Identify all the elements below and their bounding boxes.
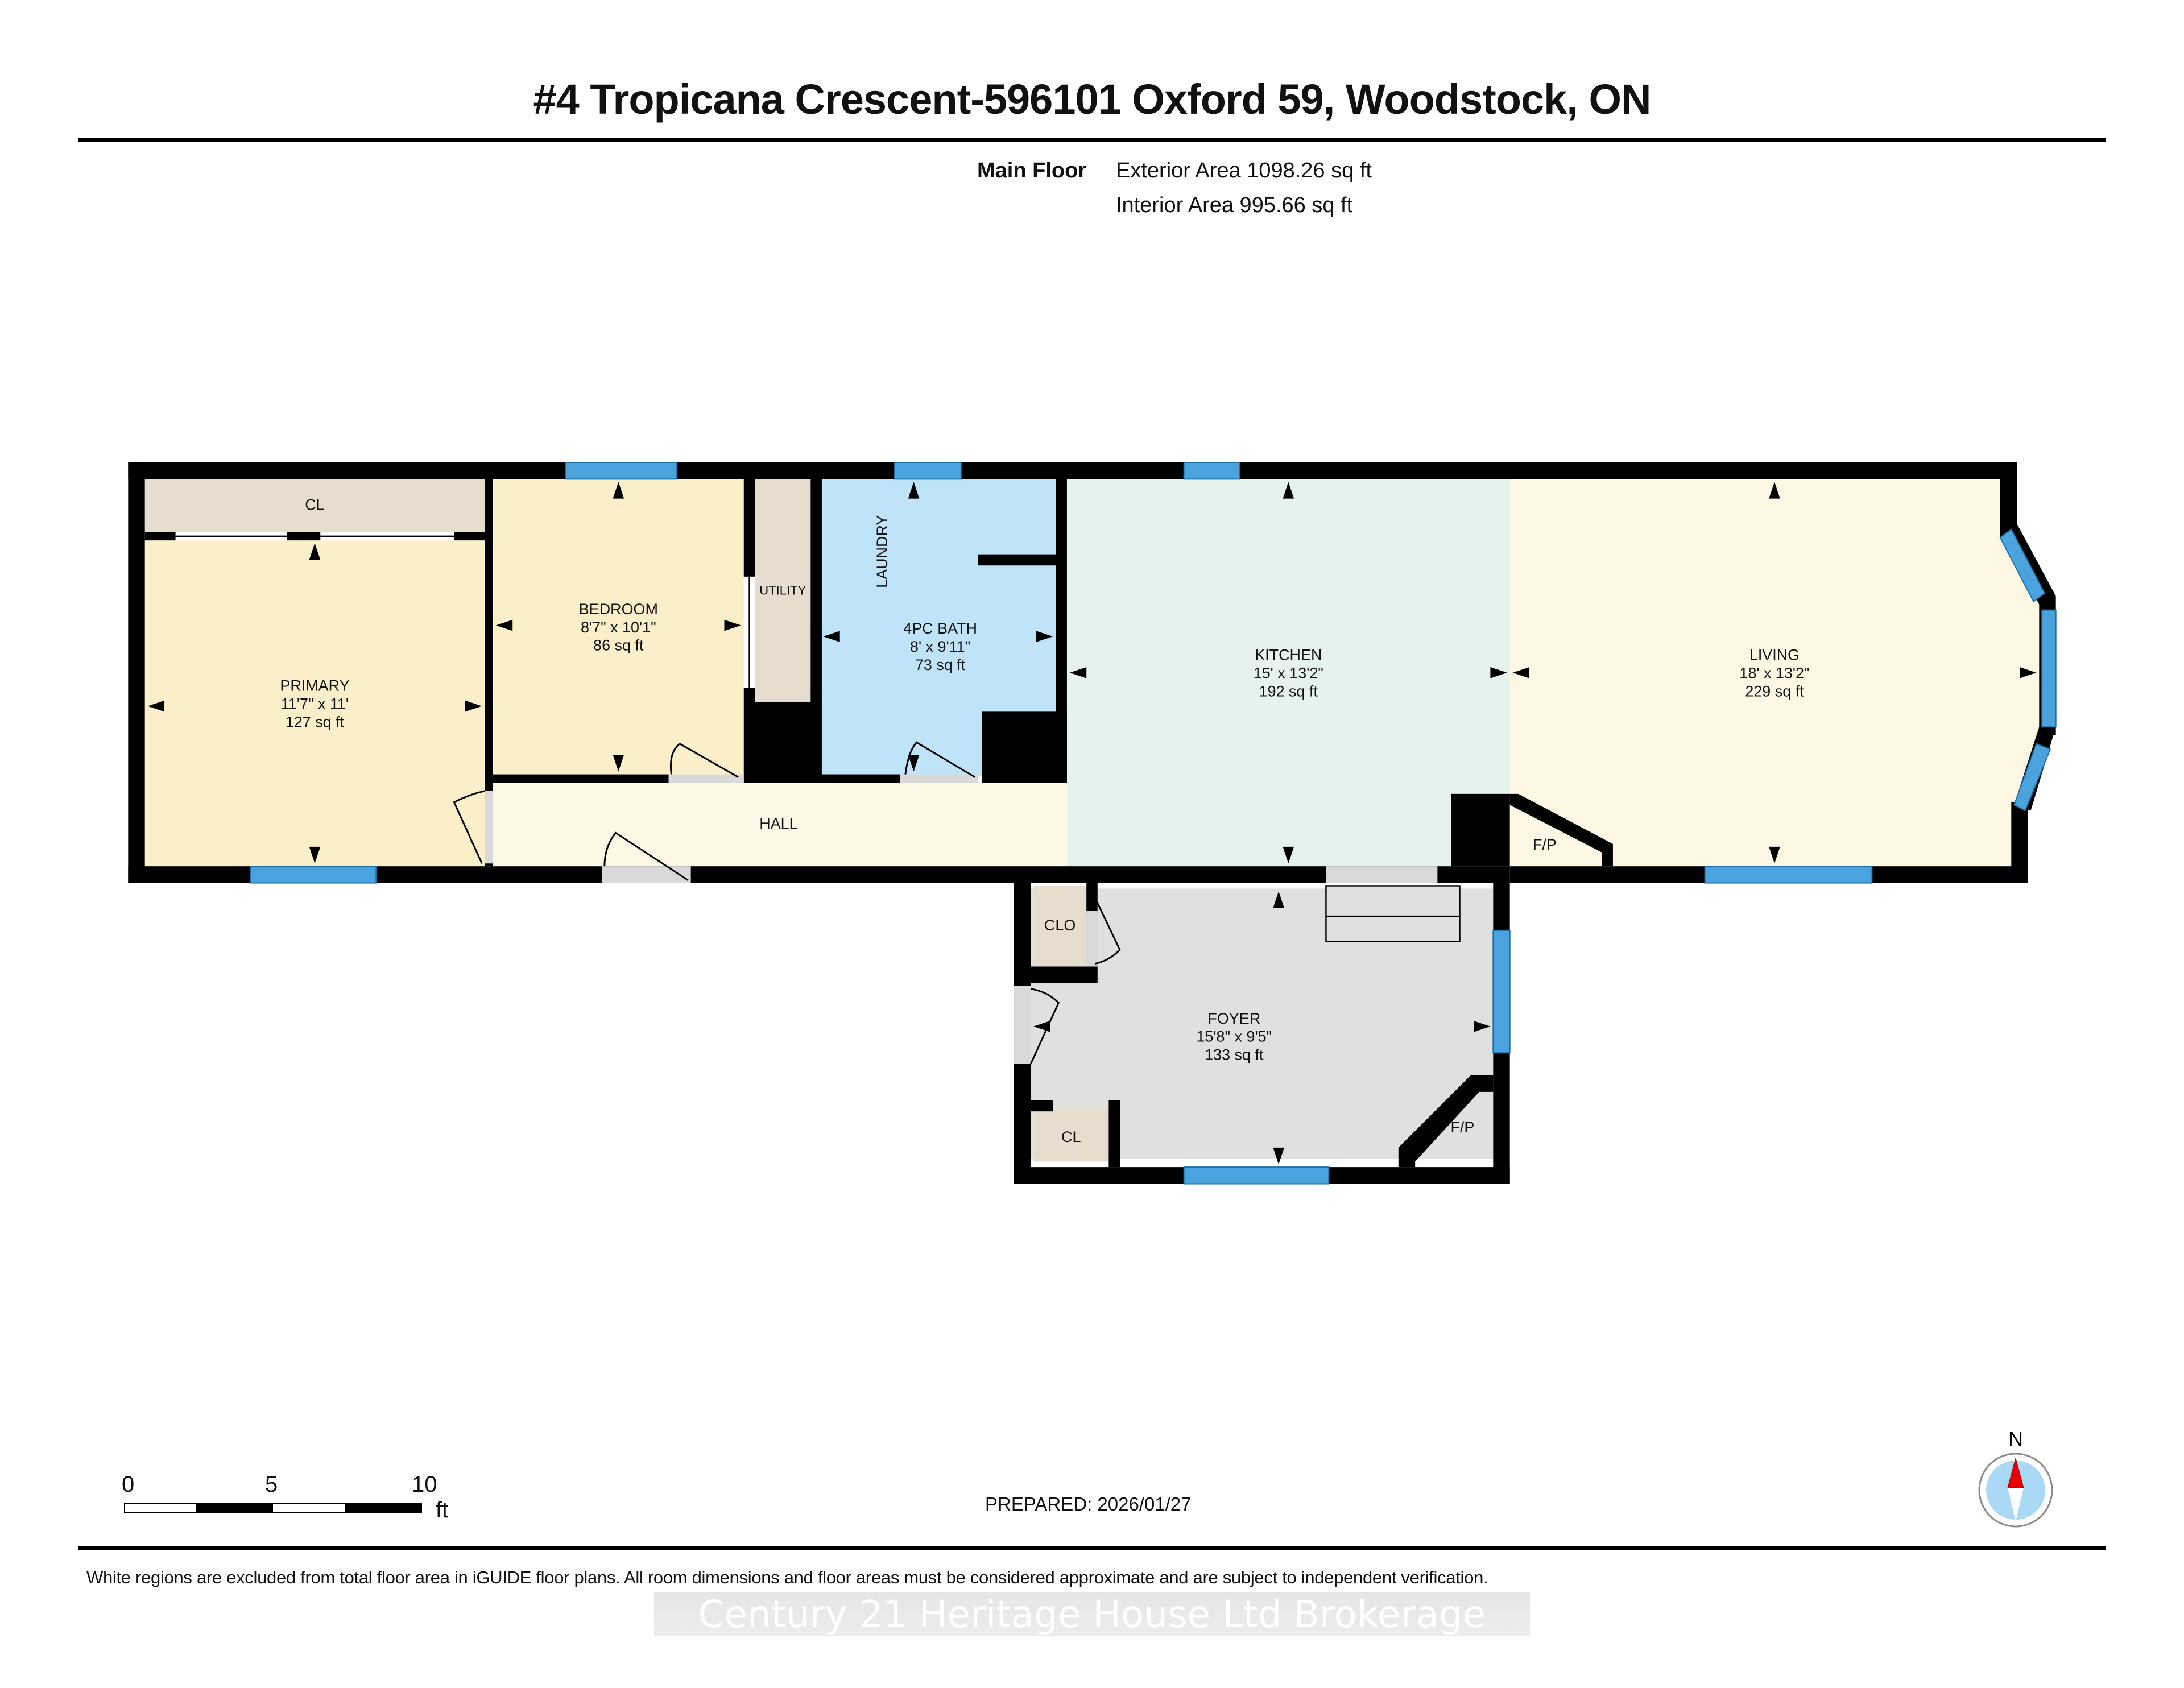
room-fills	[144, 479, 2040, 1162]
window-living-bay-upper	[1999, 528, 2046, 603]
floor-name: Main Floor	[977, 159, 1087, 183]
foyer-room[interactable]	[1031, 888, 1494, 1159]
living-dims: 18' x 13'2"	[1739, 665, 1809, 682]
foyer-fireplace-label: F/P	[1450, 1119, 1474, 1136]
scale-tick-5: 5	[265, 1472, 278, 1497]
window-living-bay-center	[2041, 609, 2057, 728]
living-fireplace-label: F/P	[1533, 836, 1557, 853]
scale-segment	[196, 1503, 273, 1513]
foyer-area: 133 sq ft	[1205, 1046, 1264, 1064]
foyer-clo-label: CLO	[1044, 917, 1076, 934]
window-living-bay-lower	[2013, 743, 2051, 812]
compass-north-label: N	[2008, 1427, 2023, 1450]
utility-closet[interactable]	[755, 479, 811, 702]
foyer-cl-closet[interactable]	[1033, 1108, 1112, 1162]
page-title: #4 Tropicana Crescent-596101 Oxford 59, …	[533, 76, 1652, 123]
foyer-name: FOYER	[1207, 1010, 1260, 1027]
window-primary	[250, 866, 377, 884]
window-living-bottom	[1704, 866, 1873, 884]
window-foyer-bottom	[1183, 1166, 1330, 1185]
bedroom-name: BEDROOM	[579, 601, 658, 618]
kitchen-room[interactable]	[1066, 479, 1510, 867]
doors	[175, 535, 1438, 1065]
foyer-dims: 15'8" x 9'5"	[1196, 1028, 1272, 1045]
brokerage-watermark: Century 21 Heritage House Ltd Brokerage	[654, 1592, 1530, 1636]
compass: N	[1975, 1426, 2057, 1529]
primary-closet-label: CL	[305, 496, 324, 513]
primary-area: 127 sq ft	[286, 713, 345, 730]
hall-label: HALL	[759, 815, 797, 832]
window-foyer-right	[1492, 929, 1511, 1054]
bath-dims: 8' x 9'11"	[910, 638, 970, 655]
bath-room[interactable]	[820, 479, 1056, 776]
bedroom-room[interactable]	[493, 479, 744, 775]
window-kitchen	[1183, 462, 1240, 480]
foyer-clo-closet[interactable]	[1033, 886, 1087, 967]
living-room[interactable]	[1509, 479, 2040, 867]
primary-dims: 11'7" x 11'	[281, 695, 349, 712]
scale-segment	[124, 1503, 198, 1513]
prepared-date: PREPARED: 2026/01/27	[985, 1493, 1192, 1515]
scale-tick-10: 10	[412, 1472, 437, 1497]
window-bedroom	[565, 462, 678, 480]
footer-divider	[78, 1546, 2106, 1550]
title-divider	[78, 138, 2106, 142]
stairs	[1325, 885, 1461, 942]
kitchen-name: KITCHEN	[1255, 647, 1322, 664]
bedroom-area: 86 sq ft	[593, 637, 644, 654]
windows	[250, 462, 2057, 1185]
watermark-text: Century 21 Heritage House Ltd Brokerage	[698, 1592, 1486, 1636]
scale-segment	[272, 1503, 346, 1513]
window-bath	[894, 462, 962, 480]
primary-name: PRIMARY	[280, 677, 349, 694]
living-area: 229 sq ft	[1745, 682, 1804, 700]
scale-tick-0: 0	[122, 1472, 135, 1497]
kitchen-dims: 15' x 13'2"	[1254, 665, 1323, 682]
primary-closet[interactable]	[144, 479, 485, 532]
utility-label: UTILITY	[759, 584, 806, 598]
laundry-label: LAUNDRY	[874, 515, 891, 588]
bath-name: 4PC BATH	[903, 620, 977, 637]
kitchen-area: 192 sq ft	[1259, 682, 1318, 700]
exterior-area: Exterior Area 1098.26 sq ft	[1116, 159, 1372, 183]
disclaimer-text: White regions are excluded from total fl…	[86, 1567, 1488, 1587]
dimension-arrows	[147, 482, 2037, 1165]
scale-bar: 0 5 10 ft	[122, 1472, 463, 1523]
scale-segment	[345, 1503, 422, 1513]
foyer-cl-label: CL	[1061, 1128, 1081, 1145]
hall-area[interactable]	[493, 783, 1067, 867]
primary-room[interactable]	[144, 540, 485, 867]
living-name: LIVING	[1749, 647, 1800, 664]
scale-unit: ft	[436, 1497, 449, 1522]
compass-icon: N	[1978, 1427, 2053, 1528]
room-labels: CL PRIMARY 11'7" x 11' 127 sq ft BEDROOM…	[280, 496, 1809, 1145]
interior-area: Interior Area 995.66 sq ft	[1116, 193, 1353, 217]
bath-area: 73 sq ft	[915, 656, 966, 673]
bedroom-dims: 8'7" x 10'1"	[581, 619, 656, 636]
floor-areas: Exterior Area 1098.26 sq ft Interior Are…	[1116, 154, 1372, 223]
